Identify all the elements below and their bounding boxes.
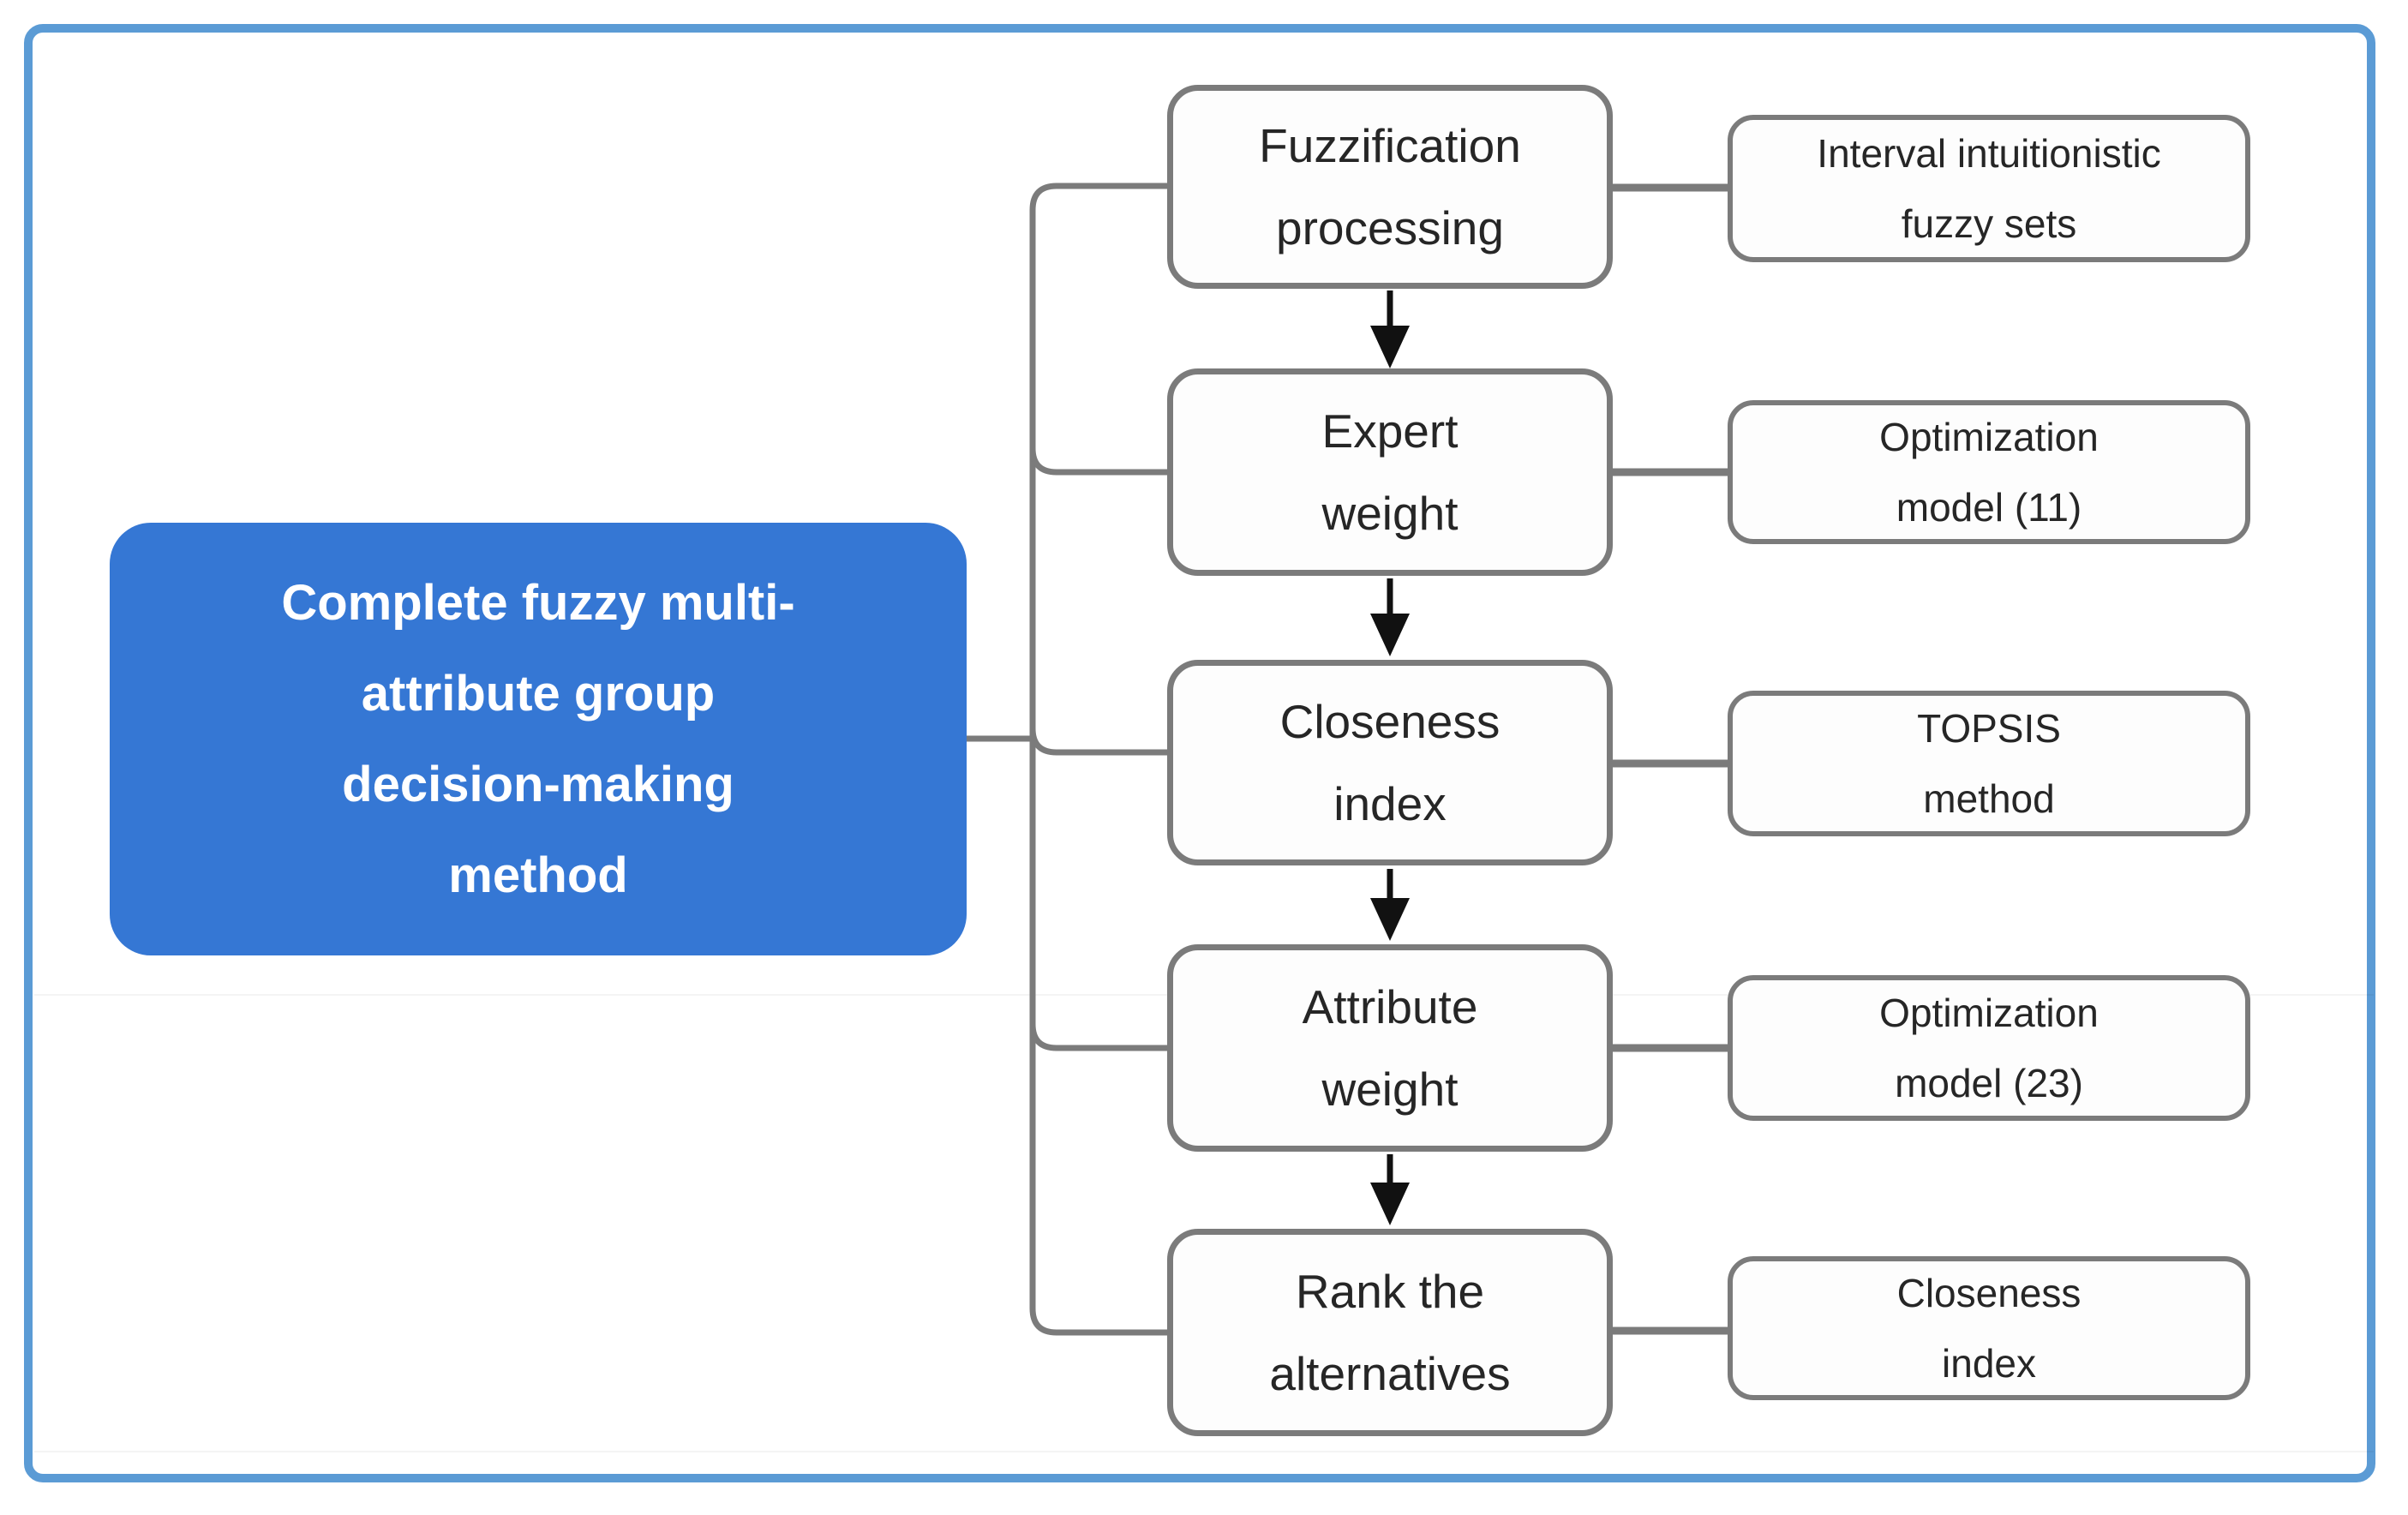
step-label-line: Fuzzification [1259, 119, 1521, 172]
bracket-connector [1029, 183, 1170, 1336]
step-node-closeness-index: Closeness index [1167, 660, 1613, 865]
step-label-line: processing [1276, 201, 1504, 254]
step-label-line: weight [1321, 1063, 1459, 1116]
bracket-branch-expert-weight [1029, 447, 1170, 476]
note-label-line: Optimization [1879, 415, 2099, 459]
background-seam-line [34, 1451, 2374, 1452]
outer-frame [24, 24, 2375, 1482]
note-label-line: TOPSIS [1917, 706, 2061, 751]
step-label-line: Attribute [1302, 980, 1478, 1033]
step-node-attribute-weight: Attribute weight [1167, 944, 1613, 1152]
root-label-line: attribute group [361, 665, 716, 722]
note-node-optimization-model-11: Optimization model (11) [1728, 400, 2250, 544]
note-node-closeness-index: Closeness index [1728, 1256, 2250, 1400]
root-label-line: method [448, 847, 628, 903]
flow-arrow-3 [1370, 869, 1410, 941]
step-label-line: index [1333, 777, 1447, 830]
note-label-line: fuzzy sets [1901, 201, 2077, 246]
note-node-interval-intuitionistic-fuzzy-sets: Interval intuitionistic fuzzy sets [1728, 115, 2250, 262]
step-label-line: Rank the [1295, 1265, 1485, 1318]
root-label-line: Complete fuzzy multi- [281, 574, 795, 631]
bracket-branch-closeness-index [1029, 728, 1170, 756]
flow-arrow-1 [1370, 290, 1410, 368]
note-label-line: Interval intuitionistic [1817, 131, 2161, 176]
step-label-line: Expert [1321, 404, 1459, 458]
note-label-line: Closeness [1896, 1271, 2082, 1315]
flow-arrow-2 [1370, 578, 1410, 656]
step-label-line: weight [1321, 487, 1459, 540]
note-label-line: Optimization [1879, 991, 2099, 1035]
note-label-line: index [1942, 1341, 2036, 1386]
step-label-line: alternatives [1269, 1347, 1511, 1400]
step-node-fuzzification-processing: Fuzzification processing [1167, 85, 1613, 289]
note-label-line: model (23) [1895, 1061, 2083, 1105]
step-node-rank-the-alternatives: Rank the alternatives [1167, 1229, 1613, 1436]
bracket-branch-attribute-weight [1029, 1023, 1170, 1051]
root-label-line: decision-making [342, 756, 734, 812]
note-label-line: method [1923, 776, 2055, 821]
note-node-optimization-model-23: Optimization model (23) [1728, 975, 2250, 1121]
flow-arrow-4 [1370, 1154, 1410, 1225]
root-node-complete-fuzzy-method: Complete fuzzy multi- attribute group de… [110, 523, 967, 955]
step-label-line: Closeness [1279, 695, 1501, 748]
step-node-expert-weight: Expert weight [1167, 368, 1613, 576]
note-node-topsis-method: TOPSIS method [1728, 691, 2250, 836]
note-label-line: model (11) [1896, 485, 2082, 530]
